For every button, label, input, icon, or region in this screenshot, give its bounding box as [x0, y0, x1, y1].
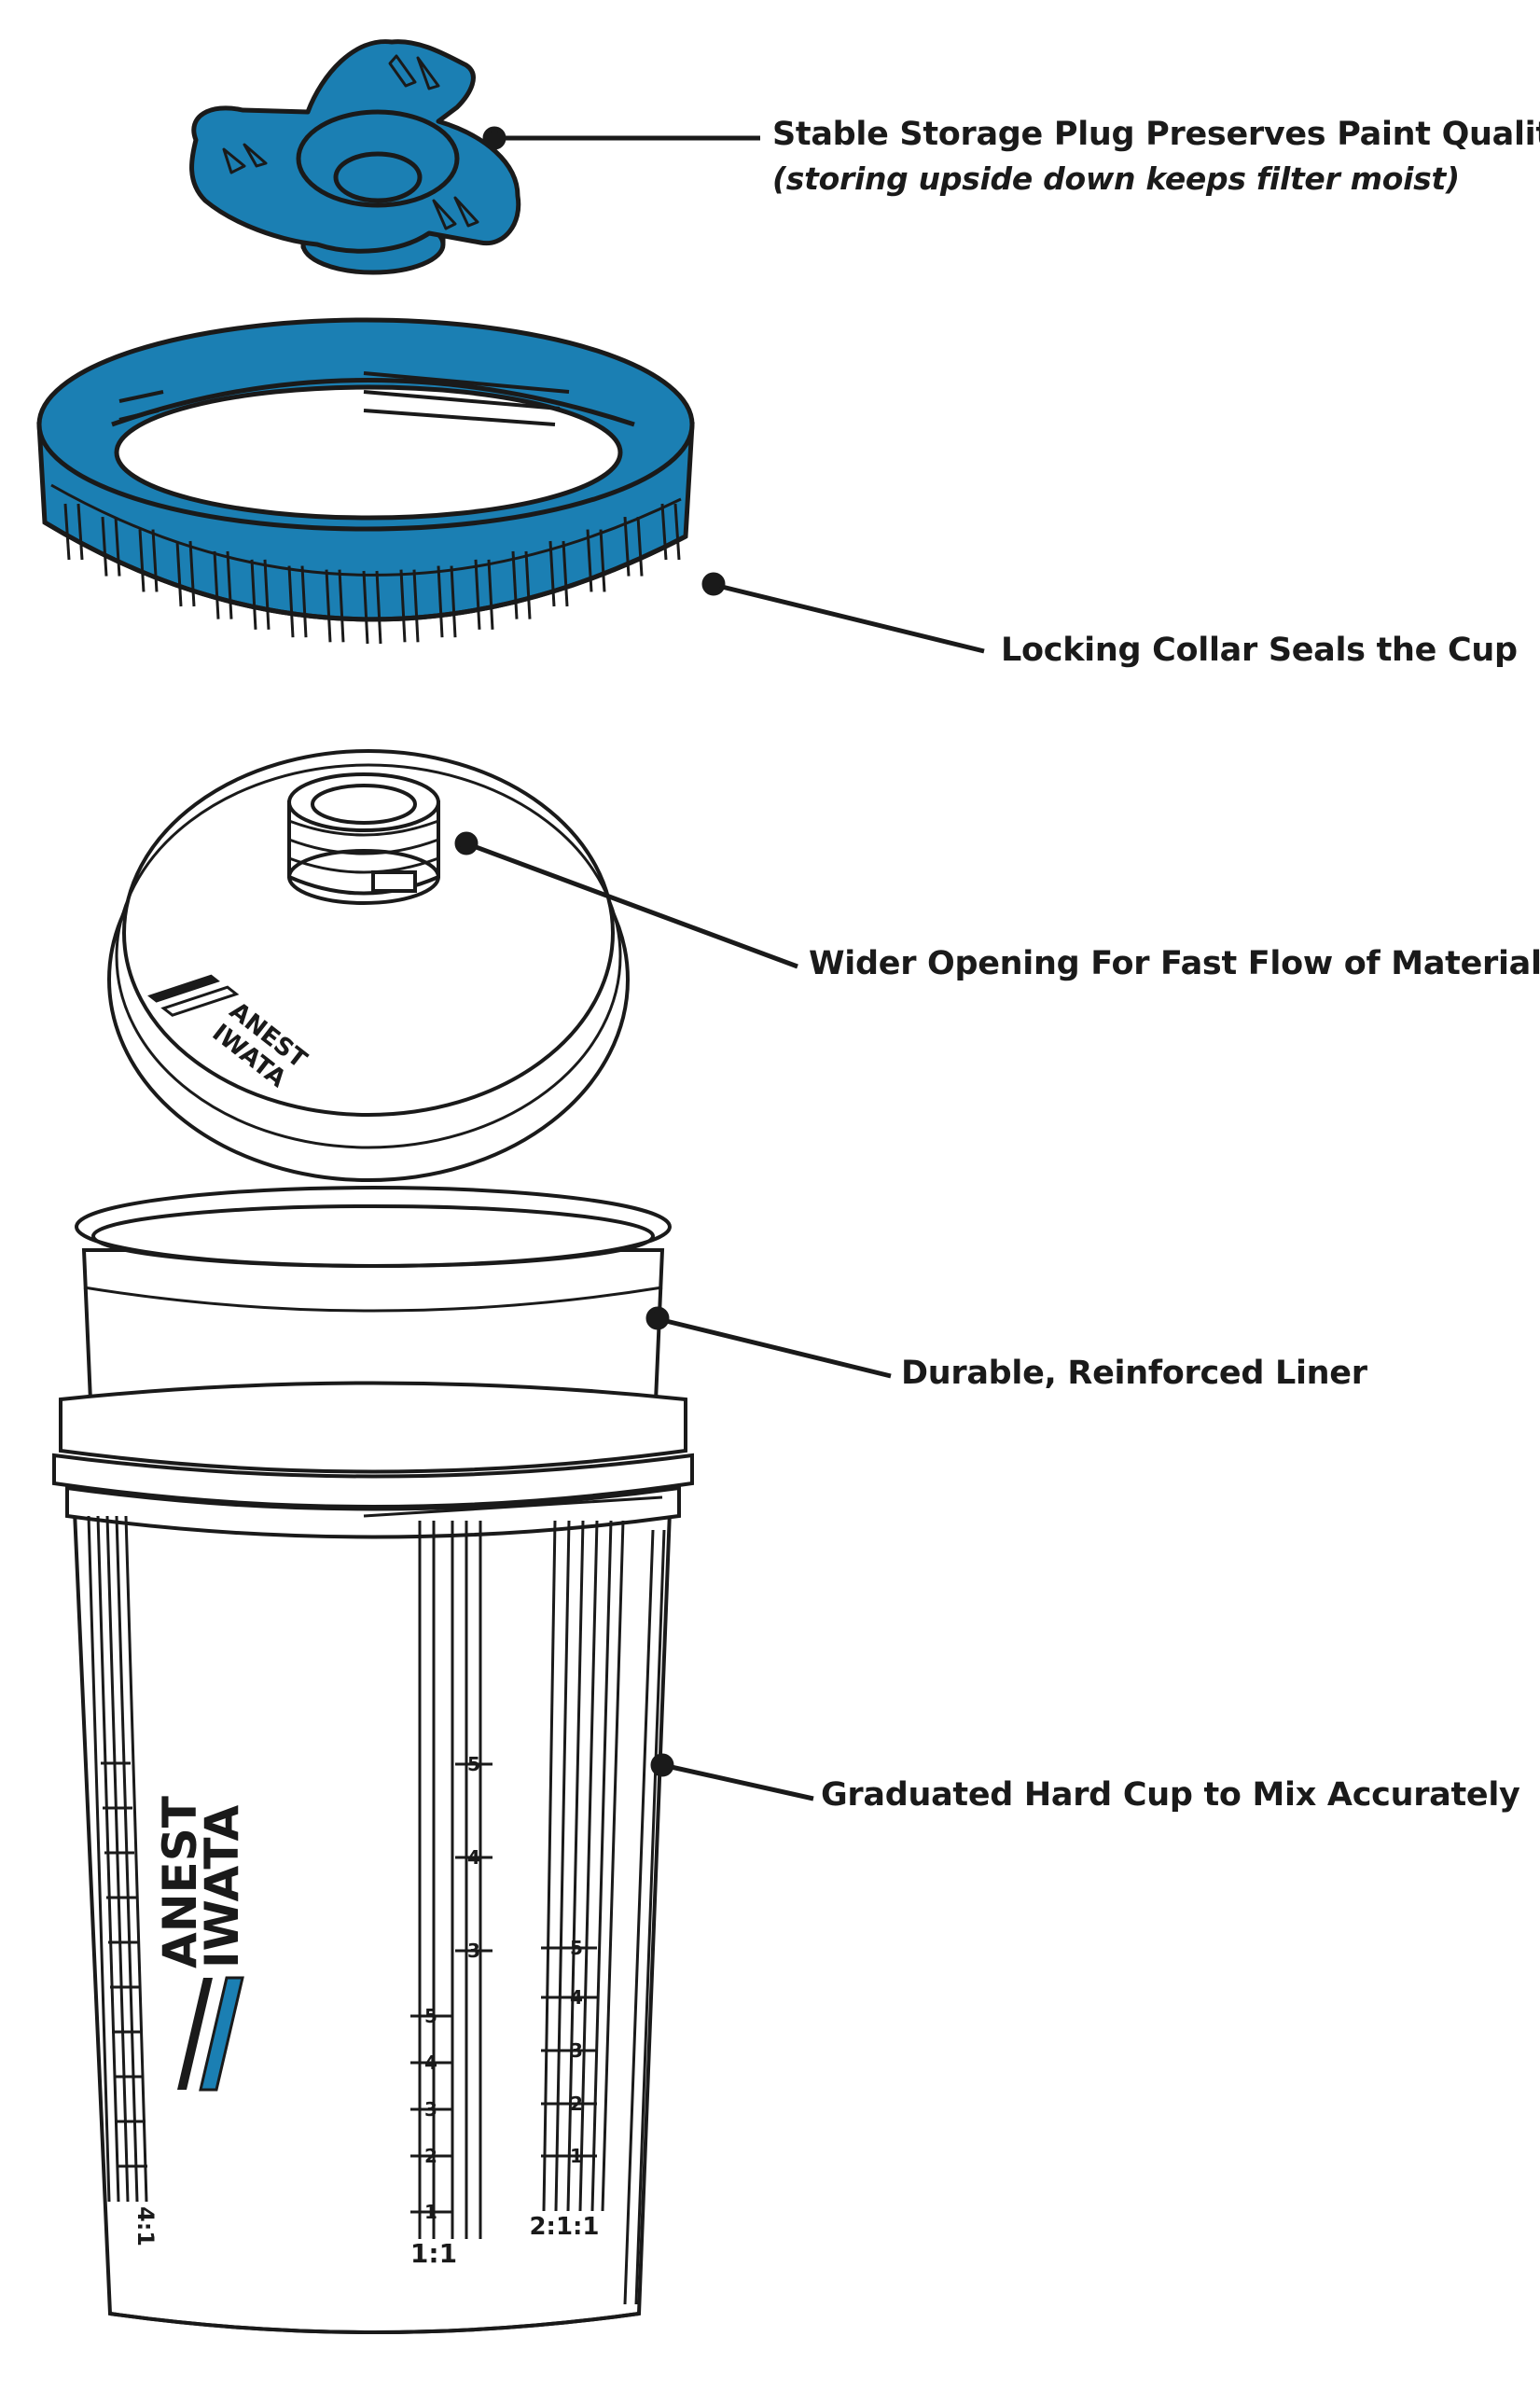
cup-brand-line2: IWATA [195, 1804, 249, 1968]
collar-rib [114, 516, 121, 577]
cup-scale-line-right [590, 1520, 613, 2212]
leader-lines [454, 126, 985, 1801]
cup-scale-line-left [87, 1515, 111, 2203]
cup-scale-line-right [542, 1520, 557, 2212]
collar-rib [300, 565, 308, 638]
collar-callout-title: Locking Collar Seals the Cup [1001, 632, 1518, 669]
cup-scale-mark-middle: 4 [467, 1846, 480, 1869]
collar-rib [338, 569, 345, 643]
collar-rib [412, 569, 420, 643]
ratio-label-right: 2:1:1 [529, 2213, 599, 2241]
cup-scale-mark-middle: 1 [424, 2201, 437, 2223]
cup-brand-logo: ANEST IWATA [153, 1796, 249, 2092]
cup-scale-line-right [566, 1520, 585, 2212]
graduated-hard-cup: ANEST IWATA 1:1 2:1:1 4:1 5 4 3 5 4 3 2 1 5 4 3 2 1 [52, 1381, 694, 2334]
collar-rib [375, 570, 382, 645]
plug-callout-title: Stable Storage Plug Preserves Paint Qual… [772, 116, 1540, 153]
cup-scale-mark-right: 4 [570, 1986, 583, 2009]
ratio-label-middle: 1:1 [410, 2238, 457, 2269]
collar-rib [138, 529, 146, 592]
cup-scale-line-left [124, 1515, 148, 2203]
collar-rib [399, 569, 407, 643]
collar-rib [226, 550, 233, 619]
collar-rib [63, 503, 71, 561]
cup-scale-line-right [578, 1520, 599, 2212]
storage-plug [189, 39, 521, 275]
collar-rib [599, 529, 606, 592]
collar-rib [151, 529, 159, 592]
cup-scale-mark-middle: 3 [424, 2098, 437, 2121]
collar-rib [673, 503, 681, 561]
collar-rib [188, 540, 196, 607]
cup-callout-title: Graduated Hard Cup to Mix Accurately [821, 1776, 1520, 1814]
cup-scale-mark-right: 3 [570, 2039, 583, 2062]
cup-scale-mark-right: 5 [570, 1937, 583, 1959]
cup-scale-mark-middle: 5 [424, 2005, 437, 2027]
collar-rib [287, 565, 295, 638]
cup-scale-line-right [601, 1520, 625, 2212]
collar-rib [175, 540, 183, 607]
cup-scale-line-left [96, 1515, 120, 2203]
collar-rib [511, 550, 519, 619]
collar-rib [636, 516, 644, 577]
cup-scale-line-right [554, 1520, 571, 2212]
collar-rib [250, 559, 257, 630]
collar-rib [101, 516, 108, 577]
collar-rib [213, 550, 220, 619]
cup-scale-line-left [105, 1515, 130, 2203]
cup-liner [75, 1186, 672, 1425]
collar-rib [562, 540, 569, 607]
cup-scale-mark-middle: 3 [467, 1940, 480, 1962]
lid-callout-title: Wider Opening For Fast Flow of Material [809, 945, 1540, 982]
collar-rib [586, 529, 593, 592]
cup-lid: ANEST IWATA [107, 749, 630, 1182]
collar-rib [263, 559, 271, 630]
cup-scale-mark-right: 1 [570, 2145, 583, 2167]
collar-rib [325, 569, 332, 643]
collar-rib [660, 503, 668, 561]
collar-rib [524, 550, 532, 619]
cup-brand-line1: ANEST [153, 1796, 207, 1968]
collar-rib [487, 559, 494, 630]
cup-scale-mark-middle: 4 [424, 2051, 437, 2074]
collar-rib [623, 516, 631, 577]
cup-scale-line-left [115, 1515, 139, 2203]
liner-callout-title: Durable, Reinforced Liner [901, 1355, 1367, 1392]
ratio-label-left: 4:1 [132, 2206, 159, 2246]
collar-rib [437, 565, 444, 638]
plug-callout-subtitle: (storing upside down keeps filter moist) [772, 160, 1460, 197]
locking-collar [36, 317, 695, 645]
collar-rib [450, 565, 457, 638]
collar-rib [76, 503, 84, 561]
collar-rib [548, 540, 556, 607]
collar-rib [362, 570, 369, 645]
collar-rib [474, 559, 481, 630]
cup-scale-mark-right: 2 [570, 2093, 583, 2115]
cup-scale-mark-middle: 5 [467, 1753, 480, 1775]
cup-scale-mark-middle: 2 [424, 2145, 437, 2167]
